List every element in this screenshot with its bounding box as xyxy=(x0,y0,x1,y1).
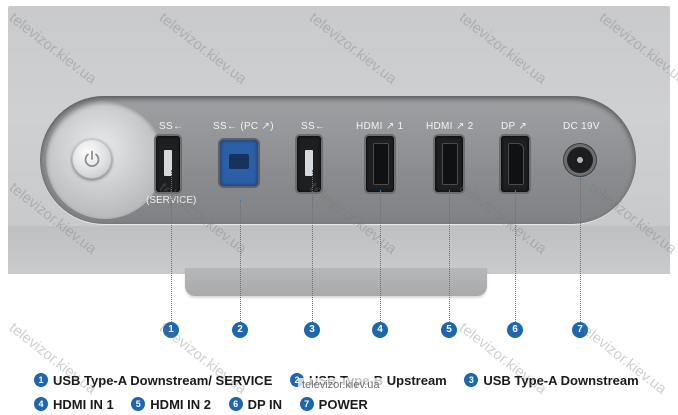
port-label-usb-a: SS← xyxy=(301,121,326,132)
hdmi-1-port[interactable] xyxy=(366,136,394,192)
callout-6: 6 xyxy=(507,322,523,338)
leader-line-7 xyxy=(580,178,581,322)
port-label-hdmi-1: HDMI ↗ 1 xyxy=(356,121,404,132)
usb-a-service-port[interactable] xyxy=(156,136,180,192)
power-button[interactable] xyxy=(72,139,112,179)
callout-5: 5 xyxy=(441,322,457,338)
leader-line-2 xyxy=(240,200,241,322)
dp-port[interactable] xyxy=(501,136,529,192)
monitor-lower-edge xyxy=(8,226,670,274)
callout-4: 4 xyxy=(372,322,388,338)
stand-neck xyxy=(185,268,487,296)
callout-2: 2 xyxy=(232,322,248,338)
port-label-hdmi-2: HDMI ↗ 2 xyxy=(426,121,474,132)
leader-line-5 xyxy=(449,190,450,322)
usb-b-port[interactable] xyxy=(220,140,258,186)
port-label-dp: DP ↗ xyxy=(501,121,528,132)
leader-line-4 xyxy=(380,190,381,322)
port-label-dc: DC 19V xyxy=(563,121,600,132)
leader-line-1 xyxy=(171,170,172,322)
callout-3: 3 xyxy=(304,322,320,338)
callout-7: 7 xyxy=(572,322,588,338)
callout-1: 1 xyxy=(163,322,179,338)
hdmi-2-port[interactable] xyxy=(435,136,463,192)
port-label-usb-b: SS← (PC ↗) xyxy=(213,121,274,132)
leader-line-3 xyxy=(312,170,313,322)
power-icon xyxy=(84,150,100,168)
leader-line-6 xyxy=(515,190,516,322)
dc-in-jack[interactable] xyxy=(567,147,593,173)
port-label-usb-a-service: SS← xyxy=(159,121,184,132)
site-tag: televizor.kiev.ua xyxy=(298,378,384,392)
usb-a-port[interactable] xyxy=(297,136,321,192)
